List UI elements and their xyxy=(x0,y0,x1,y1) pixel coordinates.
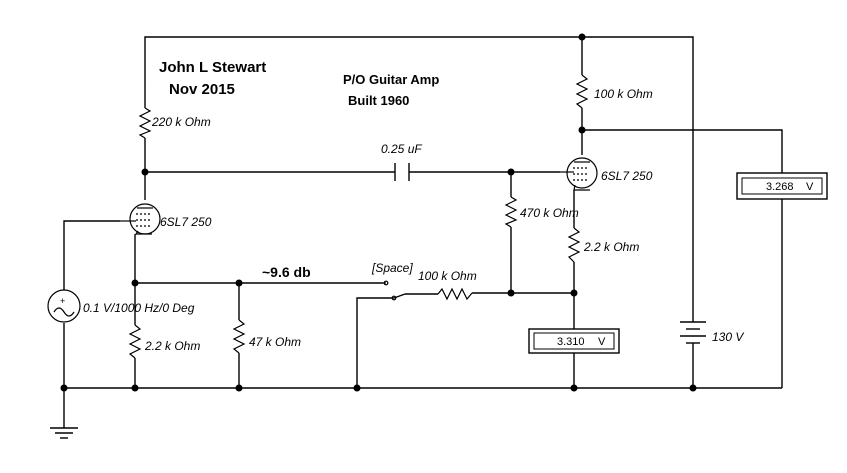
voltmeter-cathode: 3.310 V xyxy=(528,328,620,354)
label-gain: ~9.6 db xyxy=(262,264,311,280)
resistor-2k2-right xyxy=(567,227,581,263)
resistor-100k-feedback xyxy=(437,287,473,301)
resistor-470k xyxy=(504,196,518,228)
junction-dots xyxy=(60,33,697,392)
voltmeter-plate-unit: V xyxy=(806,181,814,193)
label-source: 0.1 V/1000 Hz/0 Deg xyxy=(83,301,195,315)
resistor-2k2-left xyxy=(128,324,142,359)
tube-left-icon xyxy=(120,203,161,235)
voltmeter-plate-value: 3.268 xyxy=(766,181,794,193)
label-tube-right: 6SL7 250 xyxy=(601,169,653,183)
label-tube-left: 6SL7 250 xyxy=(160,215,212,229)
voltmeter-cathode-unit: V xyxy=(598,336,606,348)
resistor-220k xyxy=(138,107,152,139)
svg-text:+: + xyxy=(60,296,65,306)
capacitor-coupling xyxy=(394,163,410,181)
label-r-load: 47 k Ohm xyxy=(249,335,301,349)
resistor-47k xyxy=(232,319,246,354)
switch-icon xyxy=(383,280,406,301)
drawing-date: Nov 2015 xyxy=(169,81,235,98)
label-switch-key: [Space] xyxy=(371,261,413,275)
label-r-feedback: 100 k Ohm xyxy=(418,269,477,283)
voltmeter-plate: 3.268 V xyxy=(736,172,828,200)
battery-icon xyxy=(680,300,706,352)
author-name: John L Stewart xyxy=(159,59,266,76)
label-c-coupling: 0.25 uF xyxy=(381,142,422,156)
ac-source-icon: + xyxy=(47,289,81,323)
voltmeter-cathode-value: 3.310 xyxy=(557,336,585,348)
label-r-plate-left: 220 k Ohm xyxy=(151,115,211,129)
label-r-plate-right: 100 k Ohm xyxy=(594,87,653,101)
ground-icon xyxy=(50,427,78,439)
project-title: P/O Guitar Amp xyxy=(343,72,439,87)
build-year: Built 1960 xyxy=(348,93,409,108)
tube-right-icon xyxy=(560,157,598,191)
resistor-100k-plate xyxy=(575,74,589,109)
label-r-cathode-right: 2.2 k Ohm xyxy=(583,240,639,254)
label-battery: 130 V xyxy=(712,330,744,344)
label-r-cathode-left: 2.2 k Ohm xyxy=(144,339,200,353)
label-r-grid: 470 k Ohm xyxy=(520,206,579,220)
